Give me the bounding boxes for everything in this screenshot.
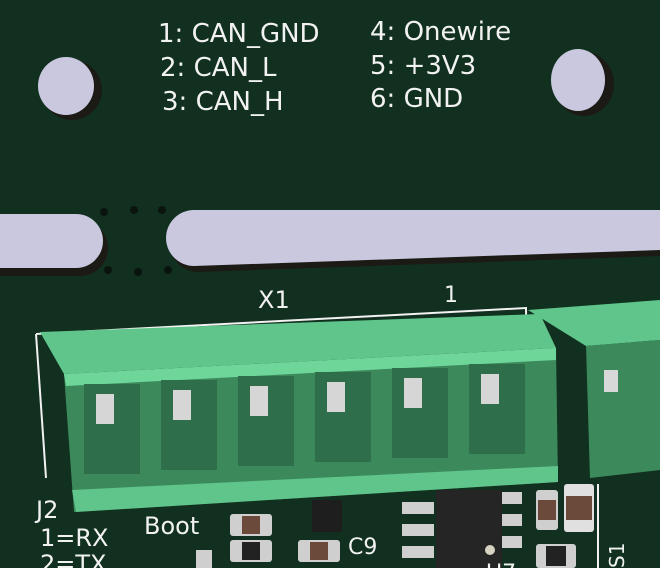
- via-group: [100, 206, 172, 276]
- terminal-pin: [250, 386, 268, 416]
- terminal-pin: [96, 394, 114, 424]
- terminal-pin: [173, 390, 191, 420]
- pinout-line-3: 3: CAN_H: [162, 87, 284, 117]
- pinout-line-1: 1: CAN_GND: [158, 19, 320, 49]
- pinout-legend: 1: CAN_GND 2: CAN_L 3: CAN_H 4: Onewire …: [158, 17, 511, 117]
- board-slot-left: [0, 214, 108, 276]
- pin1-marker: 1: [444, 283, 458, 308]
- terminal-pin: [404, 378, 422, 408]
- c9-label: C9: [348, 535, 377, 560]
- mounting-hole-left: [38, 57, 102, 120]
- components: [196, 484, 599, 568]
- u7-label: U7: [486, 561, 516, 568]
- connector-ref-label: X1: [258, 286, 290, 314]
- terminal-block-right: [528, 300, 660, 478]
- j2-ref-label: J2: [34, 496, 58, 524]
- j2-pin1-label: 1=RX: [40, 524, 109, 552]
- boot-label: Boot: [144, 512, 199, 540]
- terminal-pin: [327, 382, 345, 412]
- pinout-line-6: 6: GND: [370, 84, 463, 114]
- terminal-block-x1: [40, 314, 558, 512]
- j2-pin2-label: 2=TX: [40, 550, 106, 568]
- pinout-line-4: 4: Onewire: [370, 17, 511, 47]
- board-slot-right: [166, 210, 660, 272]
- mounting-hole-right: [551, 49, 614, 116]
- s1-label: S1: [605, 543, 629, 568]
- terminal-pin: [481, 374, 499, 404]
- pinout-line-5: 5: +3V3: [370, 51, 476, 81]
- pinout-line-2: 2: CAN_L: [160, 53, 277, 83]
